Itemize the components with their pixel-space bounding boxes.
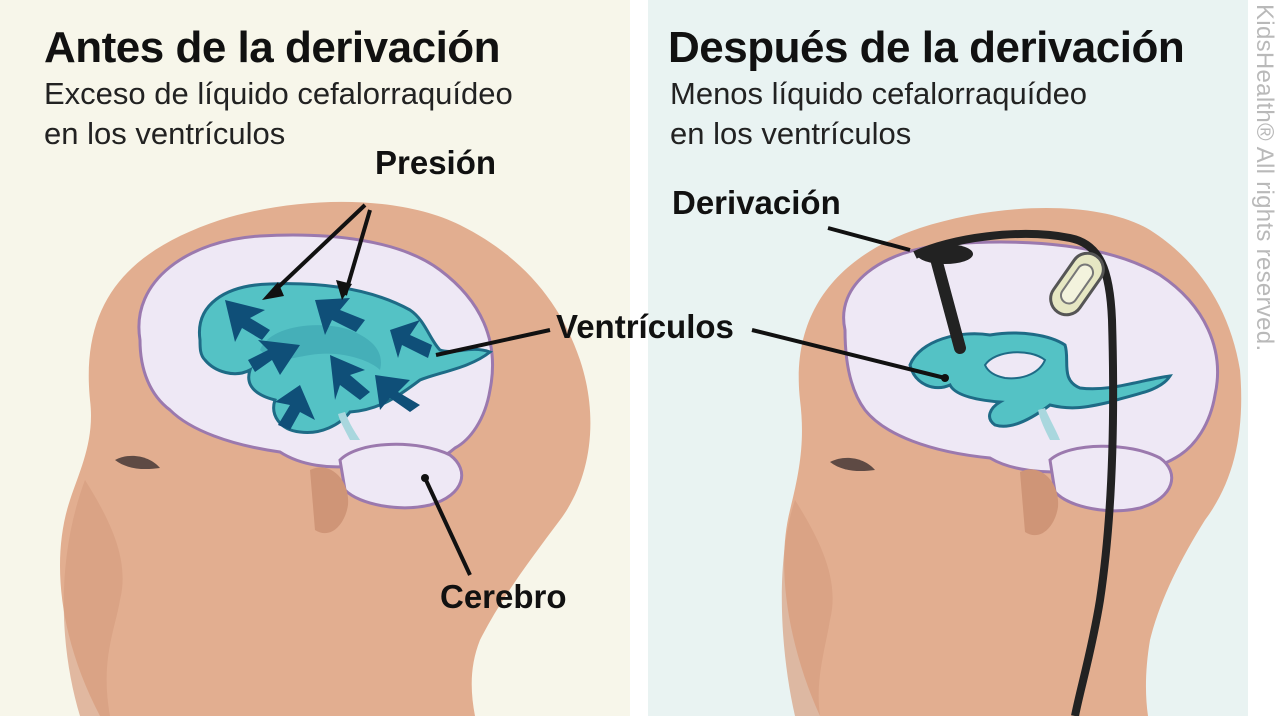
shunt-catheter bbox=[929, 249, 966, 354]
brain-label: Cerebro bbox=[440, 578, 567, 615]
ventricles-label: Ventrículos bbox=[556, 308, 734, 345]
shunt-valve bbox=[1049, 251, 1105, 317]
after-head bbox=[751, 208, 1242, 716]
after-subtitle-line1: Menos líquido cefalorraquídeo bbox=[670, 76, 1088, 111]
after-ventricles bbox=[908, 331, 1173, 428]
ventricle-pointer-right bbox=[751, 328, 946, 380]
before-head bbox=[60, 201, 591, 716]
before-eye bbox=[115, 455, 160, 470]
after-ventricle-inner bbox=[983, 351, 1047, 380]
after-canal bbox=[1038, 408, 1060, 440]
copyright-credit: KidsHealth® All rights reserved. bbox=[1248, 0, 1286, 716]
before-ventricle-inner bbox=[260, 325, 381, 370]
ventricle-pointer-right-dot bbox=[941, 374, 949, 382]
pressure-pointer-2 bbox=[343, 209, 372, 296]
pressure-arrows bbox=[225, 298, 432, 430]
pressure-pointer-1-head bbox=[262, 282, 284, 300]
shunt-tube bbox=[913, 230, 1118, 716]
after-title: Después de la derivación bbox=[668, 23, 1185, 72]
brain-pointer bbox=[423, 477, 472, 576]
before-title: Antes de la derivación bbox=[44, 23, 501, 72]
pressure-label: Presión bbox=[375, 144, 497, 181]
after-face-shadow bbox=[781, 500, 833, 716]
shunt-label: Derivación bbox=[672, 184, 841, 221]
pressure-pointer-2-head bbox=[336, 280, 352, 300]
pressure-pointer-1 bbox=[268, 203, 367, 297]
before-subtitle-line2: en los ventrículos bbox=[44, 116, 286, 151]
shunt-pointer bbox=[827, 226, 911, 252]
ventricle-pointer-left bbox=[435, 328, 551, 357]
before-cerebellum bbox=[338, 442, 464, 510]
before-subtitle-line1: Exceso de líquido cefalorraquídeo bbox=[44, 76, 513, 111]
after-eye bbox=[830, 457, 875, 472]
brain-pointer-dot bbox=[421, 474, 429, 482]
before-ear bbox=[310, 467, 349, 534]
after-subtitle-line2: en los ventrículos bbox=[670, 116, 912, 151]
after-ear bbox=[1020, 469, 1059, 536]
before-face-shadow bbox=[63, 480, 123, 716]
copyright-text: KidsHealth® All rights reserved. bbox=[1251, 4, 1278, 352]
shunt-reservoir bbox=[917, 244, 973, 264]
before-canal bbox=[338, 412, 360, 440]
